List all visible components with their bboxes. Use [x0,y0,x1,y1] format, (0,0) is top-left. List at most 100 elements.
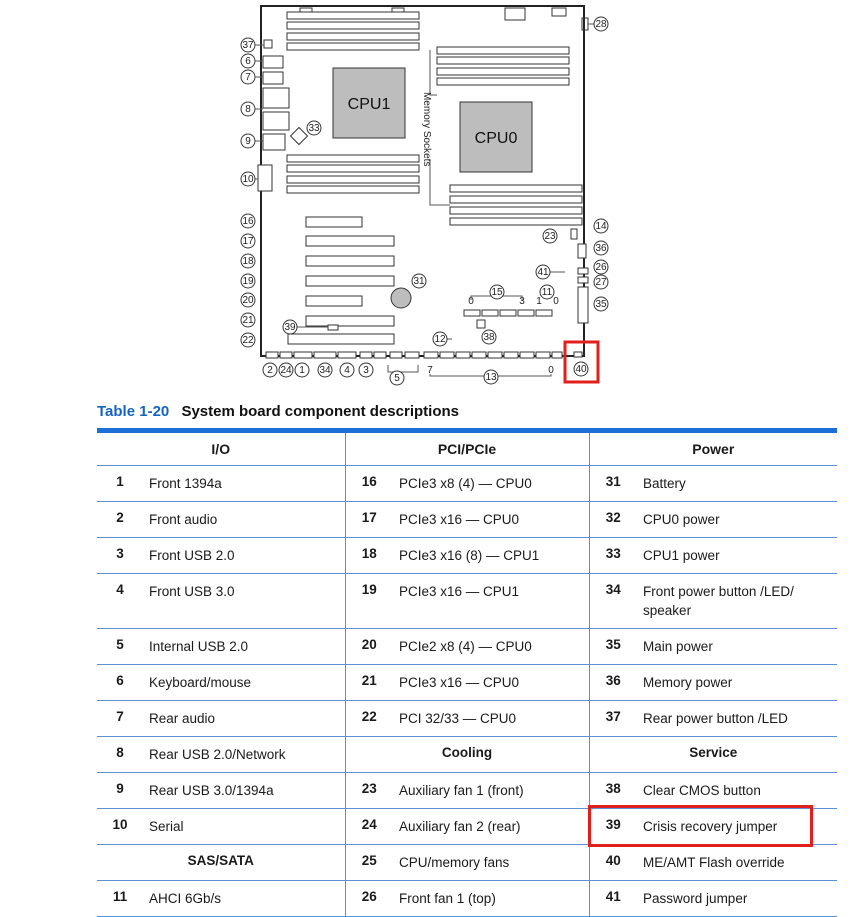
component-description: Memory power [637,664,838,701]
callout-4 [339,362,355,378]
component-number: 8 [97,736,143,773]
callout-31 [411,273,427,289]
svg-text:13: 13 [485,372,497,383]
callout-19 [240,273,256,289]
header-pci: PCI/PCIe [345,433,590,466]
callout-2 [262,362,278,378]
callout-38 [481,329,497,345]
component-number: 11 [97,880,143,917]
sata-ports [463,309,553,317]
svg-text:38: 38 [483,332,495,343]
component-description: Password jumper [637,880,838,917]
component-description: Internal USB 2.0 [143,628,346,665]
right-connectors [570,228,589,324]
svg-text:41: 41 [537,267,549,278]
component-number: 39 [589,808,638,845]
system-board-diagram: CPU1 CPU0 Memory Sockets 0 3 1 0 [240,5,609,386]
port-label-11-b: 0 [553,296,559,307]
component-number: 40 [589,844,638,881]
svg-text:37: 37 [242,40,254,51]
table-top-rule [97,428,837,433]
bracket-5 [387,365,419,373]
battery [390,287,412,309]
callout-11 [539,284,555,300]
component-number: 5 [97,628,143,665]
crisis-jumper [327,324,339,331]
component-number: 10 [97,808,143,845]
component-description: ME/AMT Flash override [637,844,838,881]
svg-text:33: 33 [308,123,320,134]
component-number: 19 [345,573,394,629]
svg-text:36: 36 [595,243,607,254]
svg-text:9: 9 [245,136,251,147]
svg-text:22: 22 [242,335,254,346]
callout-37 [240,37,256,53]
section-subheader: SAS/SATA [97,844,346,881]
callout-13 [483,369,499,385]
memory-brackets [429,50,450,206]
callout-35 [593,296,609,312]
cpu1-socket [332,67,406,139]
svg-text:26: 26 [595,262,607,273]
clear-cmos-button [476,319,486,329]
svg-text:11: 11 [542,287,553,298]
callout-9 [240,133,256,149]
cpu0-socket [459,101,533,173]
svg-text:5: 5 [394,373,400,384]
component-description: PCIe3 x16 — CPU0 [393,664,590,701]
component-description: PCIe3 x8 (4) — CPU0 [393,465,590,502]
svg-text:18: 18 [242,256,254,267]
component-number: 37 [589,700,638,737]
callout-3 [358,362,374,378]
svg-text:39: 39 [284,322,296,333]
component-description: Main power [637,628,838,665]
section-subheader: Service [589,736,838,773]
component-description: PCI 32/33 — CPU0 [393,700,590,737]
component-number: 20 [345,628,394,665]
svg-text:40: 40 [575,364,587,375]
component-number: 9 [97,772,143,809]
port-label-11-a: 1 [536,296,542,307]
callouts [240,16,609,386]
svg-text:19: 19 [242,276,254,287]
component-description: Front USB 3.0 [143,573,346,629]
header-io: I/O [97,433,346,466]
callout-20 [240,292,256,308]
component-description: Serial [143,808,346,845]
callout-10 [240,171,256,187]
component-number: 18 [345,537,394,574]
component-number: 33 [589,537,638,574]
svg-text:27: 27 [595,277,607,288]
callout-24 [278,362,294,378]
callout-28 [593,16,609,32]
svg-text:17: 17 [242,236,254,247]
svg-text:20: 20 [242,295,254,306]
component-number: 22 [345,700,394,737]
svg-text:14: 14 [595,221,607,232]
component-description: CPU1 power [637,537,838,574]
svg-text:3: 3 [363,365,369,376]
component-number: 16 [345,465,394,502]
component-number: 23 [345,772,394,809]
callout-39 [282,319,298,335]
component-description: Front USB 2.0 [143,537,346,574]
section-subheader: Cooling [345,736,590,773]
component-description: Keyboard/mouse [143,664,346,701]
component-number: 25 [345,844,394,881]
callout-23 [542,228,558,244]
component-number: 26 [345,880,394,917]
component-description: Rear audio [143,700,346,737]
component-description: PCIe2 x8 (4) — CPU0 [393,628,590,665]
component-number: 17 [345,501,394,538]
table-caption: Table 1-20 System board component descri… [97,403,459,420]
callout-33 [306,120,322,136]
component-description: Rear USB 3.0/1394a [143,772,346,809]
component-number: 41 [589,880,638,917]
cpu1-power-connector [289,126,309,146]
component-number: 34 [589,573,638,629]
